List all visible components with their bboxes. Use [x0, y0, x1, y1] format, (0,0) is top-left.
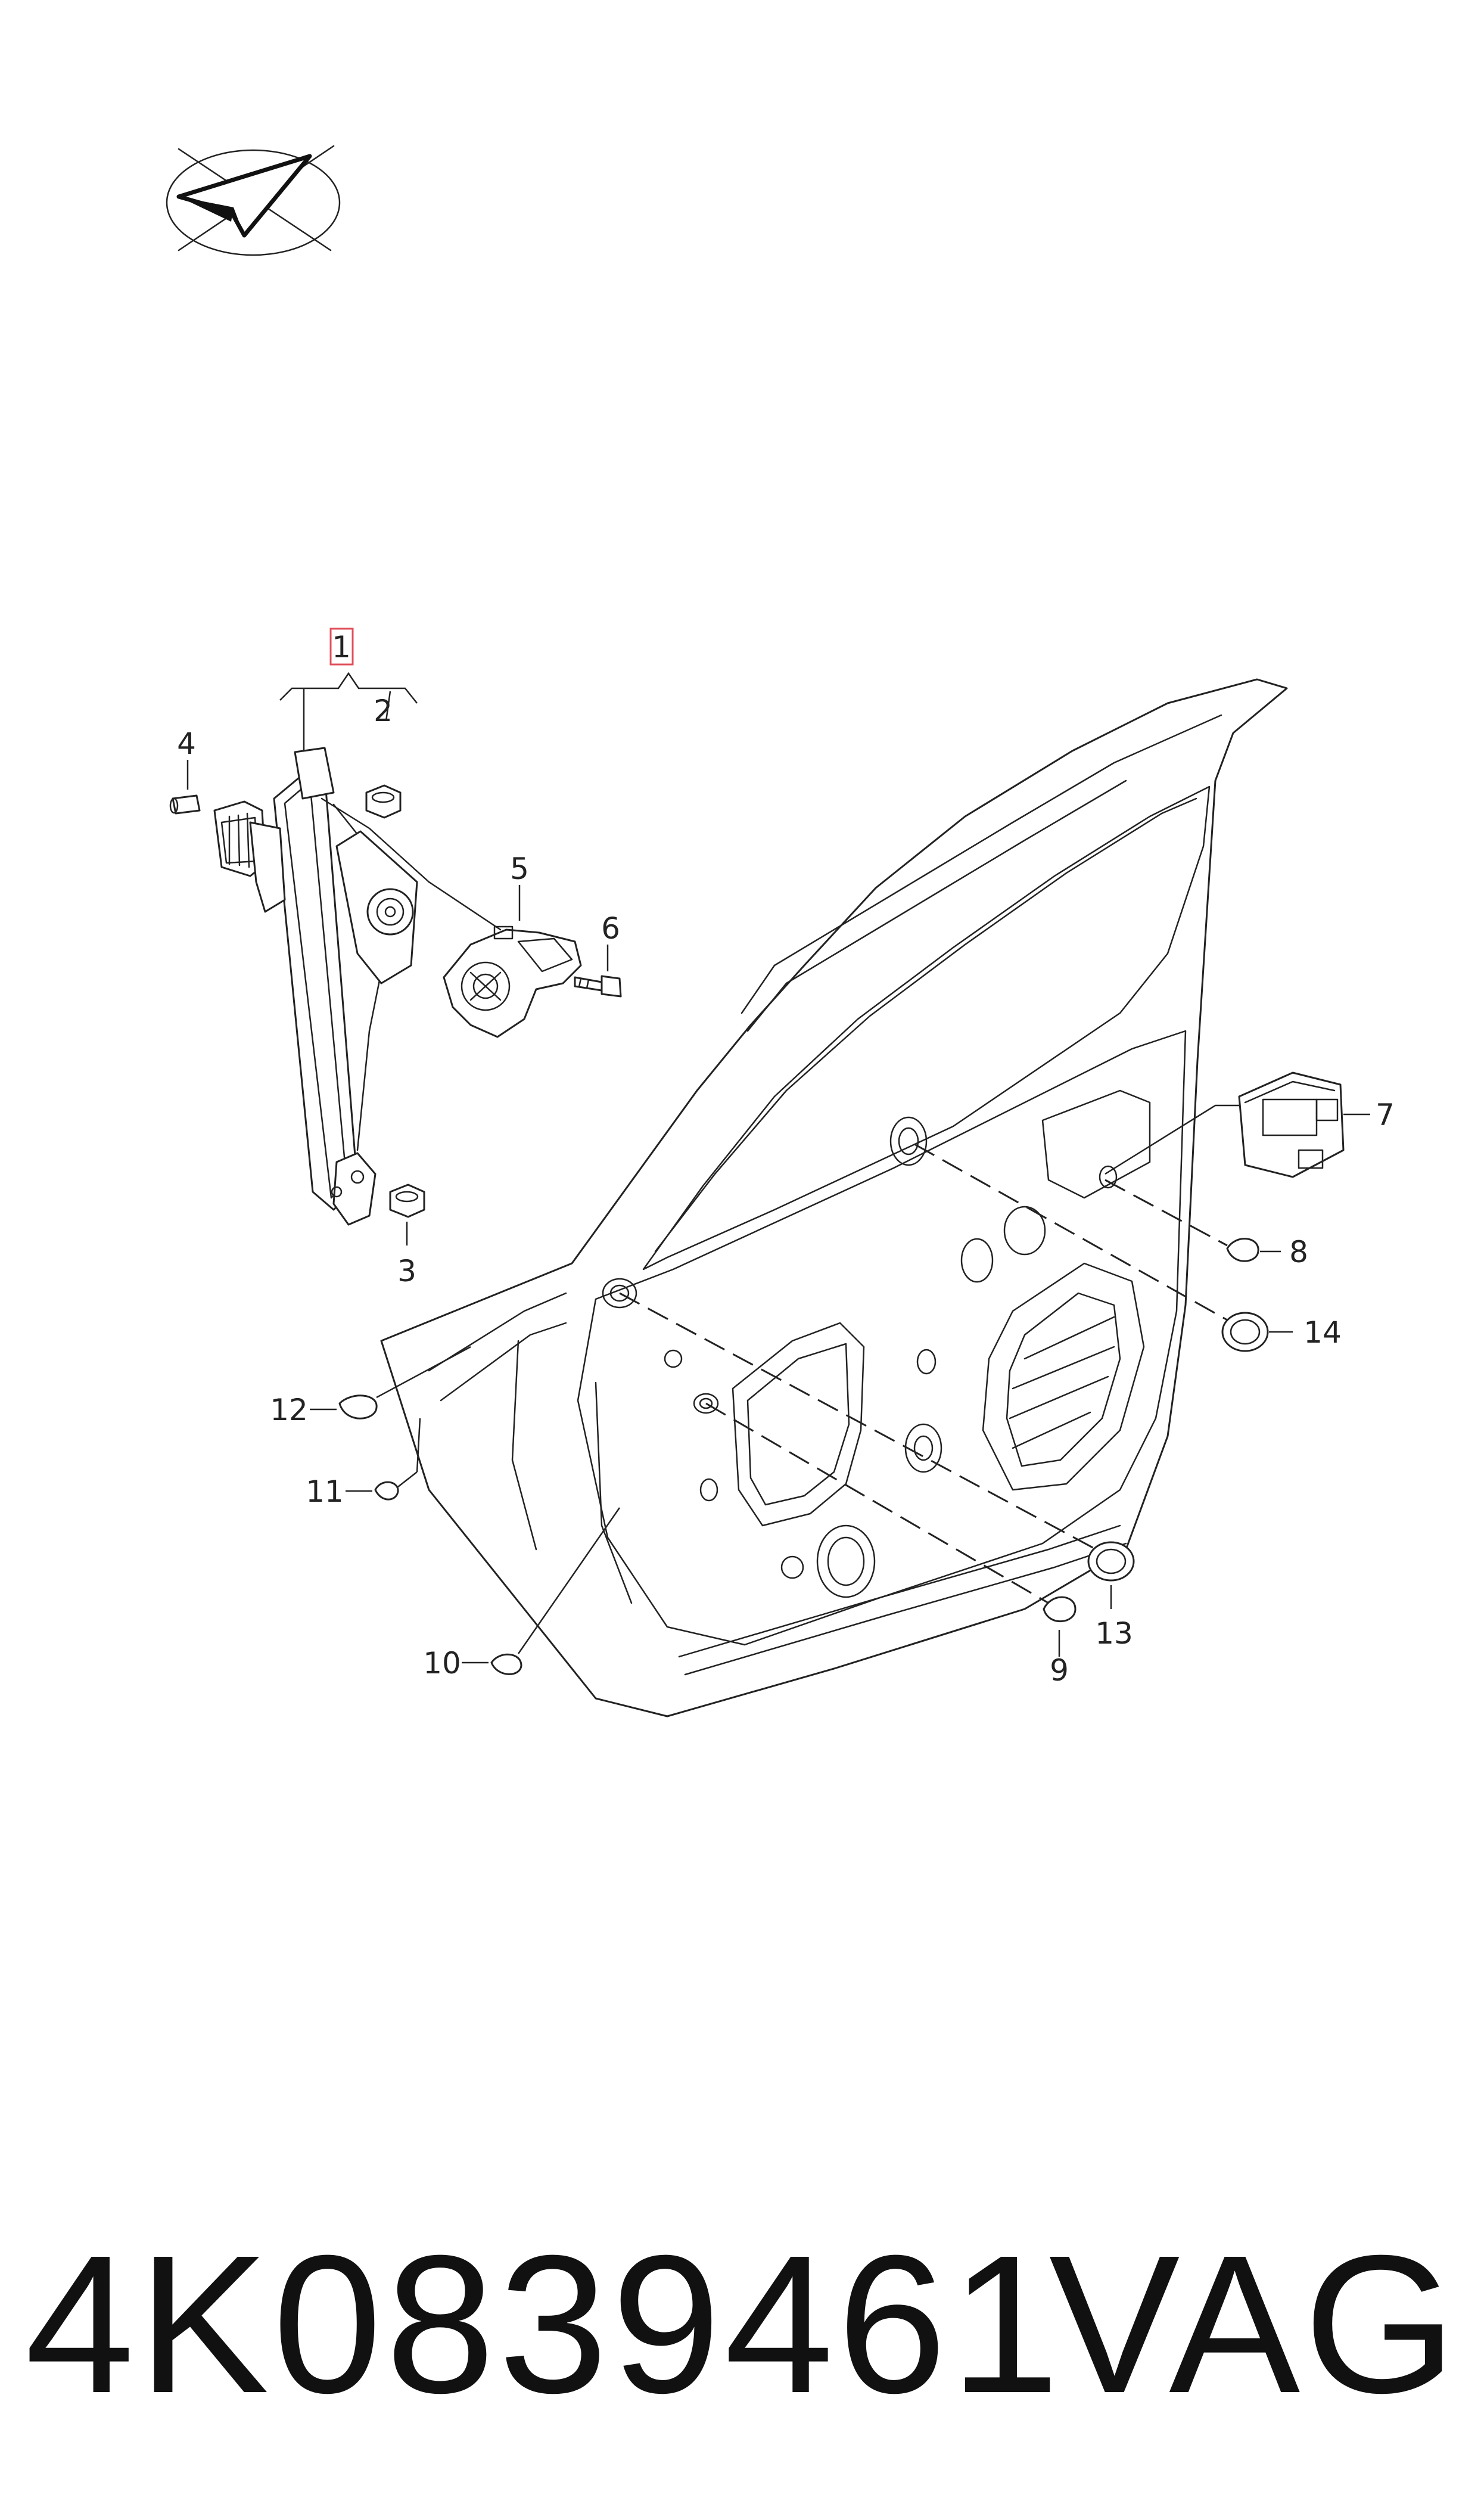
grommet-part-14 [914, 1143, 1293, 1352]
paper-plane-orientation-icon [166, 145, 341, 256]
pin-part [169, 760, 201, 815]
cap-part-8 [1105, 1179, 1281, 1262]
brand-text: VAG [1049, 2214, 1460, 2434]
door-shell [380, 678, 1288, 1717]
callout-4: 4 [177, 726, 196, 761]
screw-part [574, 945, 622, 998]
callout-2: 2 [374, 694, 393, 728]
callout-9: 9 [1050, 1653, 1069, 1688]
callout-11: 11 [306, 1474, 344, 1509]
callout-5: 5 [510, 852, 529, 886]
callout-8: 8 [1289, 1235, 1308, 1269]
cap-part-9 [705, 1402, 1077, 1657]
callout-1: 1 [332, 630, 351, 664]
window-regulator-assembly [213, 747, 502, 1226]
callout-7: 7 [1376, 1098, 1395, 1132]
cap-part-11 [346, 1418, 421, 1501]
callout-6: 6 [601, 911, 620, 946]
footer: 4K0839461 VAG [0, 2205, 1484, 2443]
nut-part-top [365, 784, 402, 819]
callout-3: 3 [397, 1254, 416, 1288]
callout-12: 12 [270, 1393, 308, 1427]
callout-1-highlight-box [329, 628, 354, 666]
callout-13: 13 [1095, 1616, 1133, 1651]
grommet-part-13 [619, 1292, 1135, 1609]
callout-labels: 1 2 3 4 5 6 7 8 9 10 11 12 13 14 [177, 628, 1395, 1688]
cap-part-12 [310, 1346, 471, 1420]
callout-14: 14 [1303, 1315, 1342, 1350]
window-motor-part [443, 885, 582, 1038]
callout-10: 10 [423, 1646, 461, 1681]
door-control-module-part [1105, 1071, 1370, 1178]
part-number-text: 4K0839461 [25, 2214, 1063, 2434]
nut-part-bottom [389, 1184, 425, 1245]
cap-part-10 [462, 1507, 621, 1675]
